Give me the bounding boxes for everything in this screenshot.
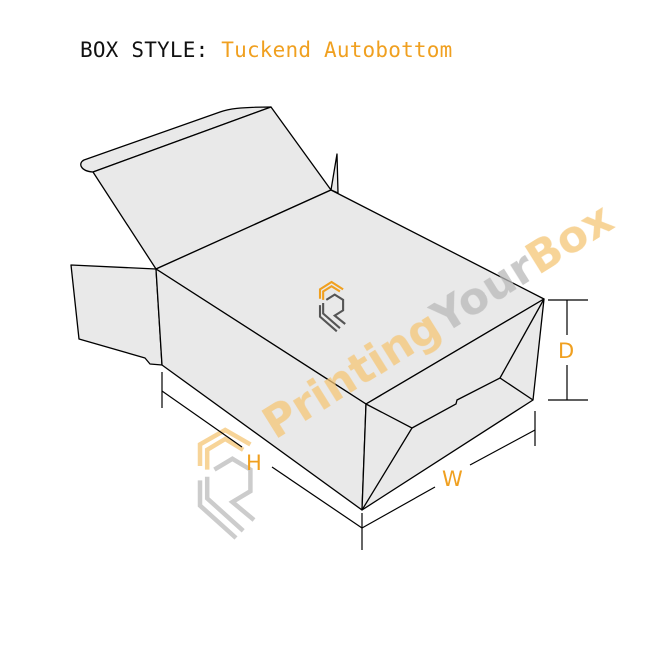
box-style-value: Tuckend Autobottom: [221, 38, 453, 62]
dimension-d: D: [548, 299, 588, 401]
box-style-label: BOX STYLE:: [80, 38, 209, 62]
box-style-title: BOX STYLE: Tuckend Autobottom: [80, 38, 452, 62]
dimension-h-label: H: [246, 451, 262, 475]
end-flap-inner-right: [499, 298, 545, 379]
center-logo-icon: [318, 280, 346, 333]
lid: [80, 106, 339, 270]
side-flap-left: [70, 264, 163, 366]
dimension-h: H: [161, 372, 363, 529]
tuck-flap: [80, 106, 272, 173]
watermark-logo-icon: [197, 427, 256, 540]
dust-flap-back: [330, 153, 339, 194]
dimension-w: W: [361, 411, 536, 550]
dimension-d-label: D: [558, 339, 574, 363]
end-flap-fold: [411, 377, 534, 429]
dimension-w-label: W: [442, 467, 463, 491]
